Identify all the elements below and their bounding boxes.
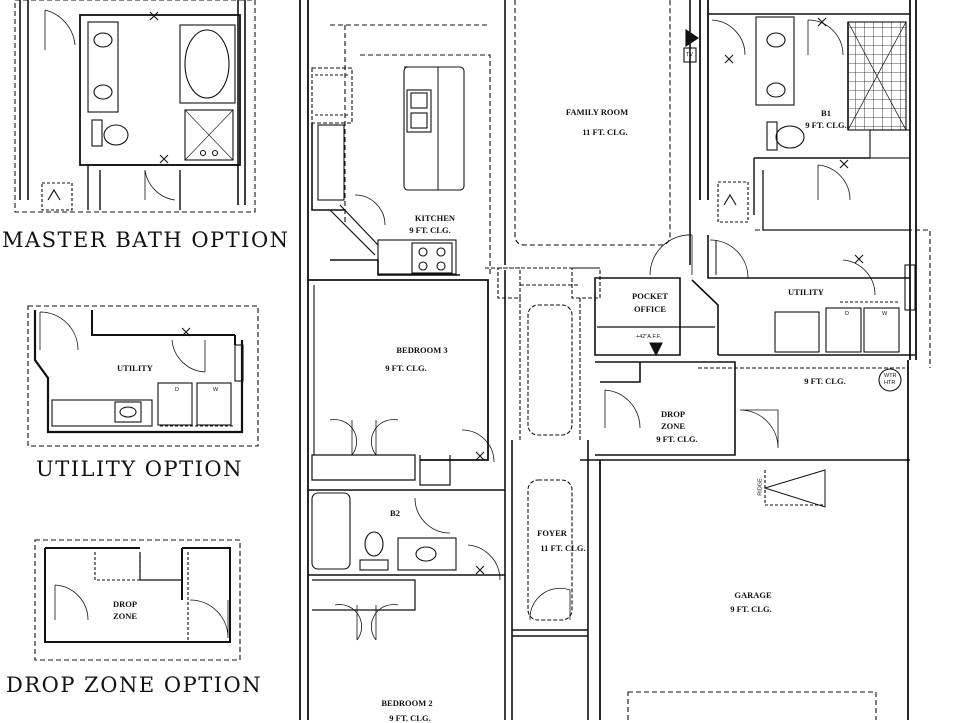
pocket-office-height-note: +42"A.F.F. [636,334,662,340]
bedroom-2-ceiling: 9 FT. CLG. [389,713,431,723]
drop-zone-label-line1: DROP [660,409,686,419]
ridge-label: RIDGE [757,478,764,496]
drop-zone-option-label-line2: ZONE [112,611,138,621]
pocket-office-label-line2: OFFICE [633,304,667,314]
master-bath-option-title: MASTER BATH OPTION [2,228,290,252]
water-heater-label-line2: HTR [884,380,896,386]
tv-symbol-label: TV [686,52,694,58]
utility-option-drawing [27,305,259,447]
drop-zone-option-title: DROP ZONE OPTION [6,673,263,697]
kitchen-label: KITCHEN [414,213,456,223]
b1-ceiling: 9 FT. CLG. [805,120,847,130]
drop-zone-option-drawing [34,539,241,661]
kitchen-ceiling: 9 FT. CLG. [409,225,451,235]
garage-label: GARAGE [734,590,772,600]
bedroom-2-label: BEDROOM 2 [381,698,433,708]
drop-zone-ceiling: 9 FT. CLG. [656,434,698,444]
family-room-ceiling: 11 FT. CLG. [582,127,628,137]
b2-label: B2 [390,508,400,518]
b1-label: B1 [821,108,831,118]
drop-zone-label-line2: ZONE [660,421,686,431]
utility-option-title: UTILITY OPTION [36,457,244,481]
utility-ceiling: 9 FT. CLG. [804,376,846,386]
bedroom-3-ceiling: 9 FT. CLG. [385,363,427,373]
master-bath-option-drawing [14,0,256,213]
utility-option-washer-label: W [213,387,219,393]
foyer-label: FOYER [537,528,567,538]
foyer-ceiling: 11 FT. CLG. [540,543,586,553]
bedroom-3-label: BEDROOM 3 [396,345,448,355]
utility-label: UTILITY [788,287,824,297]
utility-washer-label: W [882,311,888,317]
utility-dryer-label: D [845,311,849,317]
water-heater-label-line1: WTR [884,373,897,379]
utility-option-room-label: UTILITY [117,363,153,373]
family-room-label: FAMILY ROOM [565,107,629,117]
main-floor-plan [299,0,931,720]
pocket-office-label-line1: POCKET [632,291,668,301]
utility-option-dryer-label: D [175,387,179,393]
drop-zone-option-label-line1: DROP [112,599,138,609]
garage-ceiling: 9 FT. CLG. [730,604,772,614]
